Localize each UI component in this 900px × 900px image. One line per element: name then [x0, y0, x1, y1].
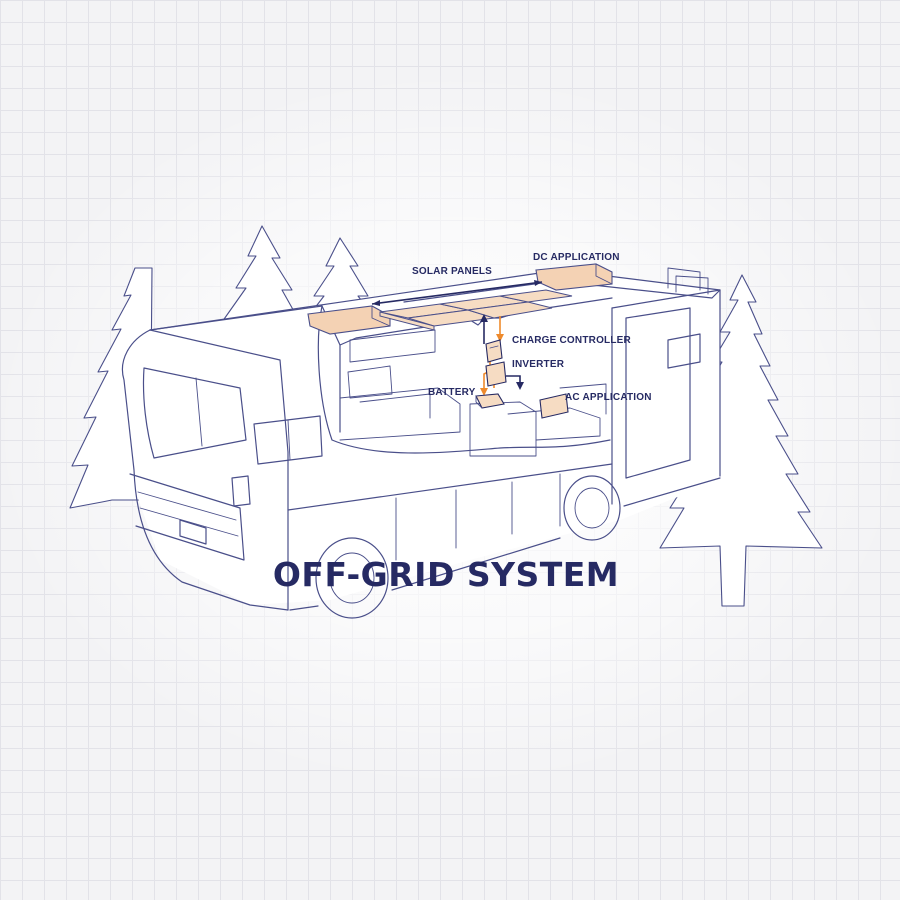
battery-box	[475, 393, 505, 409]
label-ac-application: AC APPLICATION	[565, 392, 652, 403]
charge-controller-box	[485, 339, 503, 363]
label-dc-application: DC APPLICATION	[533, 252, 620, 263]
label-inverter: INVERTER	[512, 359, 565, 370]
inverter-box	[485, 361, 507, 387]
pine-tree-back-left	[221, 225, 301, 323]
label-solar-panels: SOLAR PANELS	[412, 266, 492, 277]
label-battery: BATTERY	[428, 387, 476, 398]
roof-ac-unit-front	[307, 305, 391, 335]
rv-body	[121, 267, 721, 619]
diagram-title: OFF-GRID SYSTEM	[273, 555, 619, 594]
solar-panel-array	[379, 289, 573, 331]
ac-appliance-box	[539, 393, 569, 419]
label-charge-controller: CHARGE CONTROLLER	[512, 335, 632, 346]
